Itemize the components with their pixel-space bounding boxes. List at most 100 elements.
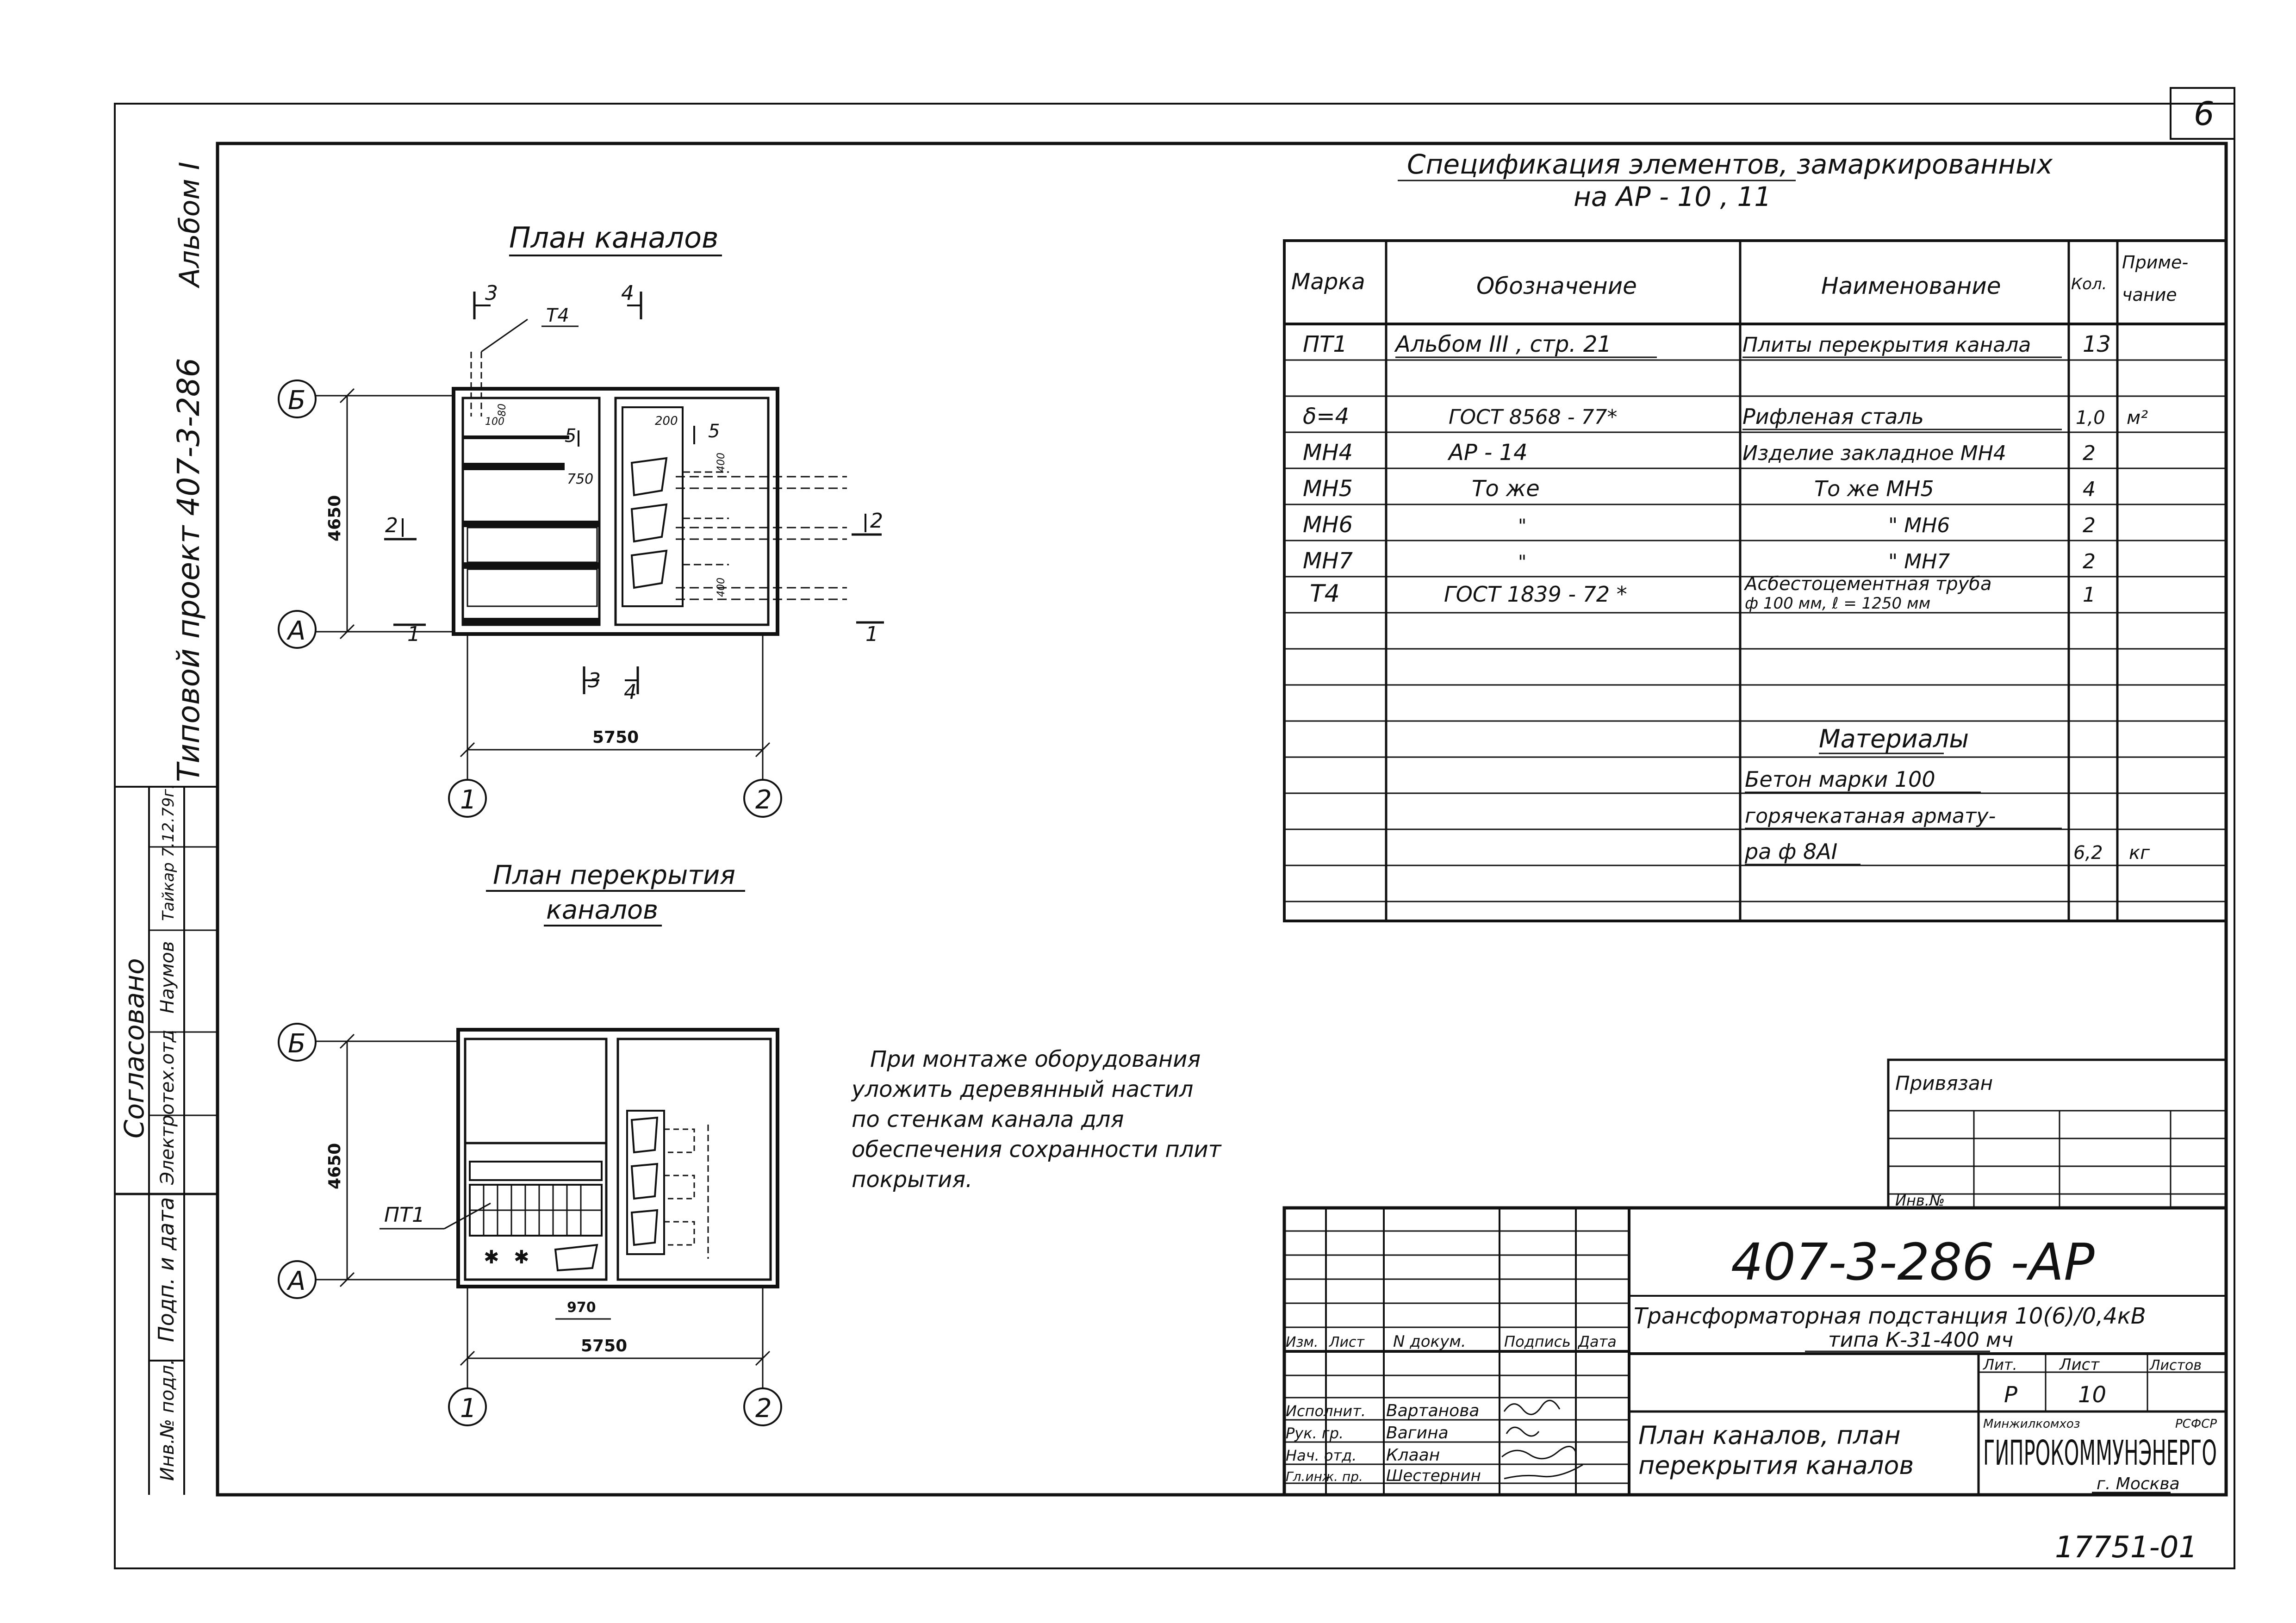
- sec5b: 5: [708, 421, 720, 442]
- plan-cover: План перекрытия каналов Б А 1 2 4650 575…: [278, 860, 782, 1426]
- tb-role: Гл.инж. пр.: [1286, 1469, 1363, 1484]
- dim-100: 100: [485, 416, 504, 428]
- mark-t4: Т4: [546, 305, 569, 326]
- tb-role: Нач. отд.: [1286, 1447, 1356, 1464]
- plan1-dim-width: 5750: [592, 728, 639, 747]
- spec-row-qty: 2: [2083, 442, 2096, 465]
- spec-row-name: " МН6: [1888, 514, 1950, 537]
- sheet-title-2: перекрытия каналов: [1638, 1451, 1914, 1480]
- side-dept: Электротех.отд: [157, 1030, 178, 1185]
- list-label: Лист: [2059, 1356, 2100, 1374]
- tb-name: Шестернин: [1386, 1467, 1481, 1485]
- spec-row-note: м²: [2127, 407, 2148, 429]
- note-line-2: уложить деревянный настил: [851, 1076, 1193, 1102]
- spec-row-mark: МН7: [1303, 548, 1353, 574]
- project-line-2: типа К-31-400 мч: [1828, 1328, 2013, 1352]
- signature-3: [1501, 1446, 1577, 1460]
- spec-header-qty: Кол.: [2071, 275, 2107, 293]
- side-stamp: Альбом I Типовой проект 407-3-286 Соглас…: [115, 162, 218, 1495]
- dim-970: 970: [567, 1300, 596, 1316]
- spec-title-2: на АР - 10 , 11: [1574, 181, 1771, 212]
- org-top-right: РСФСР: [2175, 1417, 2217, 1431]
- dim-400a: 400: [716, 453, 727, 472]
- plan-cover-title-1: План перекрытия: [493, 860, 735, 890]
- spec-row-name: Рифленая сталь: [1742, 404, 1924, 429]
- axis-a-label-2: А: [286, 1266, 305, 1296]
- sec3-bot: 3: [588, 669, 601, 692]
- materials-qty: 6,2: [2073, 842, 2103, 864]
- spec-row-qty: 1: [2083, 583, 2096, 607]
- spec-row-desig: ": [1518, 552, 1526, 573]
- spec-row-name: То же МН5: [1814, 476, 1934, 501]
- signature-2: [1506, 1426, 1540, 1437]
- spec-header-mark: Марка: [1291, 269, 1365, 295]
- axis-1-label: 1: [460, 785, 477, 815]
- tb-col-date: Дата: [1577, 1333, 1617, 1350]
- spec-row-qty: 1,0: [2076, 407, 2105, 429]
- lit-label: Лит.: [1983, 1356, 2017, 1374]
- cover-mark-star-2: ✱: [514, 1247, 529, 1268]
- spec-header-name: Наименование: [1821, 273, 2001, 299]
- tb-col-doc: N докум.: [1393, 1332, 1466, 1351]
- spec-row-qty: 4: [2083, 478, 2096, 501]
- side-inv: Инв.№ подл.: [157, 1359, 178, 1481]
- sec1-right: 1: [865, 622, 878, 646]
- sec1-left: 1: [407, 622, 420, 646]
- side-album: Альбом I: [174, 162, 206, 289]
- spec-header-note-2: чание: [2122, 285, 2177, 305]
- spec-row-name: " МН7: [1888, 550, 1950, 573]
- spec-row-name: Изделие закладное МН4: [1742, 442, 2006, 465]
- axis-b-bubble: [278, 379, 317, 418]
- cover-outline: [456, 1028, 779, 1288]
- doc-code: 407-3-286 -АР: [1731, 1232, 2095, 1292]
- sec2-right: 2: [870, 509, 883, 533]
- plan-channels: План каналов Б А 1 2 4650 5750: [278, 221, 884, 818]
- tb-name: Клаан: [1386, 1446, 1440, 1465]
- signature-1: [1503, 1399, 1561, 1415]
- spec-row-mark: Т4: [1310, 580, 1340, 608]
- spec-header-desig: Обозначение: [1476, 273, 1637, 299]
- cover-mark-star-1: ✱: [484, 1247, 499, 1268]
- materials-title: Материалы: [1819, 724, 1969, 753]
- axis-a-bubble: [278, 610, 317, 649]
- dim-400b: 400: [716, 578, 727, 597]
- side-sign1: Наумов: [157, 941, 178, 1014]
- axis-b-bubble-2: [278, 1023, 317, 1062]
- plan1-dim-height: 4650: [325, 495, 344, 541]
- org-city: г. Москва: [2097, 1474, 2180, 1493]
- plan-cover-title-2: каналов: [546, 895, 658, 925]
- org-name: ГИПРОКОММУНЭНЕРГО: [1983, 1433, 2217, 1473]
- side-sign-date: Подп. и дата: [154, 1197, 179, 1342]
- spec-row-name: Асбестоцементная труба: [1743, 573, 1991, 595]
- spec-row-desig: То же: [1472, 476, 1540, 502]
- spec-row-name2: ф 100 мм, ℓ = 1250 мм: [1745, 594, 1930, 613]
- tb-role: Рук. гр.: [1286, 1424, 1344, 1442]
- binding-label: Привязан: [1895, 1072, 1993, 1094]
- plan-channels-title: План каналов: [509, 221, 719, 255]
- signature-4: [1504, 1464, 1583, 1480]
- spec-row-qty: 13: [2083, 331, 2111, 357]
- spec-row-qty: 2: [2083, 514, 2096, 537]
- spec-row-mark: δ=4: [1303, 404, 1349, 429]
- note-line-4: обеспечения сохранности плит: [852, 1137, 1222, 1163]
- sec2-left: 2: [385, 514, 398, 537]
- bottom-number: 17751-01: [2055, 1530, 2197, 1565]
- materials-unit: кг: [2129, 842, 2150, 864]
- dim-750: 750: [567, 471, 593, 487]
- spec-row-mark: МН4: [1303, 440, 1353, 466]
- axis-2-label: 2: [755, 785, 772, 815]
- spec-row-desig: Альбом III , стр. 21: [1394, 331, 1612, 357]
- sec3-top: 3: [485, 281, 498, 305]
- tb-name: Вагина: [1386, 1424, 1449, 1443]
- sheet-title-1: План каналов, план: [1638, 1421, 1901, 1450]
- spec-title-1: Спецификация элементов, замаркированных: [1407, 149, 2053, 180]
- mark-pt1: ПТ1: [384, 1203, 425, 1227]
- list-value: 10: [2078, 1382, 2106, 1408]
- spec-table: Спецификация элементов, замаркированных …: [1283, 149, 2228, 922]
- note-line-3: по стенкам канала для: [852, 1107, 1124, 1132]
- title-block: Изм. Лист N докум. Подпись Дата Исполнит…: [1282, 1206, 2228, 1497]
- axis-1-label-2: 1: [460, 1393, 477, 1424]
- spec-row-mark: МН5: [1303, 476, 1353, 502]
- channel-outline: [452, 387, 779, 636]
